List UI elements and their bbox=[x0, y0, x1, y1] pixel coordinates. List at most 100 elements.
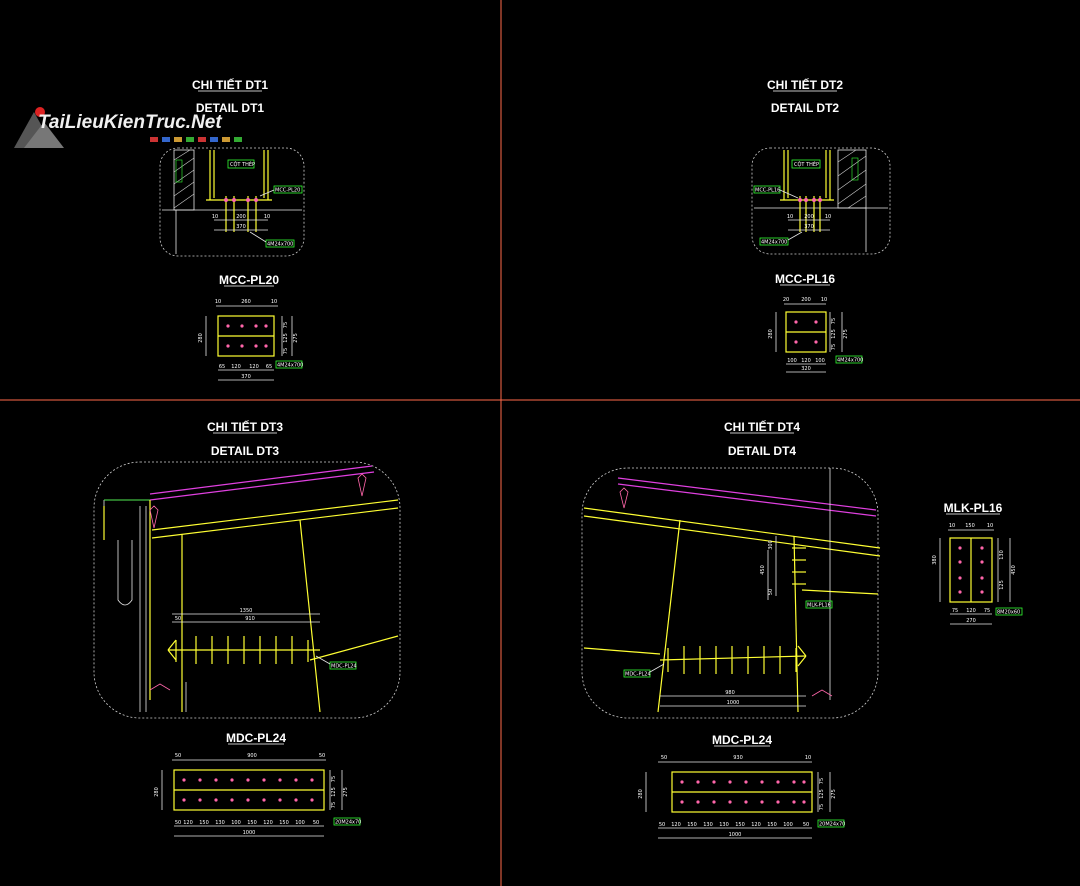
detail-dt3: CHI TIẾT DT3 DETAIL DT3 bbox=[93, 419, 401, 837]
dt3-tag-plate: MDC-PL24 bbox=[331, 664, 357, 670]
dt4-plate-dim: 150 bbox=[767, 822, 777, 828]
dt1-plate-bolts bbox=[226, 324, 268, 348]
dt2-plate-dim: 120 bbox=[801, 358, 811, 364]
dt4-plate-dim: 120 bbox=[671, 822, 681, 828]
dt1-plate-dim: 75 bbox=[283, 348, 289, 354]
dt2-plate-dim: 200 bbox=[801, 297, 811, 303]
dt2-dim: 370 bbox=[804, 224, 814, 230]
dt1-plate-tag: 4M24x700 bbox=[277, 363, 303, 369]
dt3-plate-dim: 75 bbox=[331, 802, 337, 808]
dt1-plate-dim: 275 bbox=[293, 333, 299, 343]
dt1-title: CHI TIẾT DT1 bbox=[192, 77, 268, 92]
dt3-plate-dim: 100 bbox=[295, 820, 305, 826]
dt1-dim: 10 bbox=[264, 214, 270, 220]
dt1-anchor-bolts bbox=[224, 196, 258, 232]
dt4-plate-dim: 100 bbox=[783, 822, 793, 828]
dt4-plate-dim: 130 bbox=[703, 822, 713, 828]
dt3-plate-dim: 900 bbox=[247, 753, 257, 759]
detail-dt1: CHI TIẾT DT1 DETAIL DT1 CỘT THÉP MCC-PL2… bbox=[159, 77, 305, 381]
dt2-plate-dim: 75 bbox=[831, 318, 837, 324]
dt3-title: CHI TIẾT DT3 bbox=[207, 419, 283, 434]
dt4-plate-dim: 50 bbox=[661, 755, 667, 761]
dt4-plate-dim: 10 bbox=[805, 755, 811, 761]
dt4-dim: 300 bbox=[768, 540, 774, 550]
dt1-tag-plate: MCC-PL20 bbox=[275, 188, 300, 194]
dt2-plate-name: MCC-PL16 bbox=[775, 272, 835, 286]
dt3-splice-bolts bbox=[167, 636, 320, 664]
dt2-plate-dim: 275 bbox=[843, 329, 849, 339]
dt2-subtitle: DETAIL DT2 bbox=[771, 101, 840, 115]
dt4-subtitle: DETAIL DT4 bbox=[728, 444, 797, 458]
dt1-plate-dim: 280 bbox=[198, 333, 204, 343]
dt2-plate-dim: 100 bbox=[815, 358, 825, 364]
mlk-plate-dim: 450 bbox=[1011, 565, 1017, 575]
dt3-plate-dim: 50 bbox=[319, 753, 325, 759]
dt4-plate-dim: 50 bbox=[659, 822, 665, 828]
dt4-tag-plate: MDC-PL24 bbox=[625, 672, 651, 678]
dt4-splice-bolts bbox=[659, 645, 807, 674]
watermark-logo: TaiLieuKienTruc.Net bbox=[14, 107, 242, 148]
dt2-plate-dim: 125 bbox=[831, 329, 837, 339]
dt4-plate-dim: 275 bbox=[831, 789, 837, 799]
mlk-plate-dim: 10 bbox=[949, 523, 955, 529]
dt3-plate-dim: 275 bbox=[343, 787, 349, 797]
dt2-plate-tag: 4M24x700 bbox=[837, 358, 863, 364]
dt1-plate-name: MCC-PL20 bbox=[219, 273, 279, 287]
dt1-tag-bolts: 4M24x700 bbox=[267, 242, 293, 248]
dt4-plate-bolts bbox=[680, 780, 806, 804]
dt4-plate-dim: 150 bbox=[735, 822, 745, 828]
dt2-dim: 10 bbox=[825, 214, 831, 220]
dt4-plate-dim: 75 bbox=[819, 778, 825, 784]
dt3-plate-dim: 120 bbox=[183, 820, 193, 826]
dt2-anchor-bolts bbox=[798, 196, 822, 232]
dt2-tag-plate: MCC-PL16 bbox=[755, 188, 780, 194]
dt3-plate-tag: 20M24x70 bbox=[335, 820, 361, 826]
plate-mlk-pl16: MLK-PL16 10 150 10 380 130 125 450 8M20x… bbox=[932, 501, 1023, 625]
dt1-plate-dim: 370 bbox=[241, 374, 251, 380]
mlk-plate-bolts bbox=[958, 546, 984, 594]
dt4-plate-dim: 150 bbox=[687, 822, 697, 828]
dt4-plate-dim: 1000 bbox=[729, 832, 742, 838]
dt4-title: CHI TIẾT DT4 bbox=[724, 419, 800, 434]
dt3-plate-dim: 280 bbox=[154, 787, 160, 797]
dt3-plate-dim: 150 bbox=[199, 820, 209, 826]
dt4-plate-tag: 20M24x70 bbox=[819, 822, 845, 828]
dt4-plate-dim: 75 bbox=[819, 804, 825, 810]
dt1-plate-dim: 260 bbox=[241, 299, 251, 305]
dt3-plate-dim: 1000 bbox=[243, 830, 256, 836]
dt1-plate-dim: 65 bbox=[219, 364, 225, 370]
dt2-dim: 200 bbox=[804, 214, 814, 220]
dt2-dim: 10 bbox=[787, 214, 793, 220]
dt4-plate-dim: 120 bbox=[751, 822, 761, 828]
dt4-plate-dim: 280 bbox=[638, 789, 644, 799]
dt3-dim: 50 bbox=[175, 616, 181, 622]
dt1-tag-column: CỘT THÉP bbox=[230, 160, 255, 168]
dt3-plate-dim: 130 bbox=[215, 820, 225, 826]
dt3-plate-bolts bbox=[182, 778, 314, 802]
mlk-plate-dim: 125 bbox=[999, 580, 1005, 590]
dt1-plate-dim: 65 bbox=[266, 364, 272, 370]
dt3-plate-dim: 50 bbox=[175, 753, 181, 759]
dt3-plate-name: MDC-PL24 bbox=[226, 731, 286, 745]
dt3-plate-dim: 120 bbox=[263, 820, 273, 826]
mlk-plate-dim: 120 bbox=[966, 608, 976, 614]
dt2-plate-dim: 20 bbox=[783, 297, 789, 303]
dt1-plate-dim: 120 bbox=[231, 364, 241, 370]
dt1-plate-dim: 120 bbox=[249, 364, 259, 370]
mlk-plate-dim: 10 bbox=[987, 523, 993, 529]
mlk-plate-name: MLK-PL16 bbox=[944, 501, 1003, 515]
dt1-plate-dim: 75 bbox=[283, 322, 289, 328]
mlk-plate-dim: 130 bbox=[999, 550, 1005, 560]
dt3-plate-dim: 50 bbox=[313, 820, 319, 826]
dt3-plate-dim: 75 bbox=[331, 776, 337, 782]
dt4-plate-dim: 50 bbox=[803, 822, 809, 828]
dt4-plate-dim: 125 bbox=[819, 789, 825, 799]
mlk-plate-dim: 150 bbox=[965, 523, 975, 529]
mlk-plate-dim: 380 bbox=[932, 555, 938, 565]
detail-dt4: CHI TIẾT DT4 DETAIL DT4 bbox=[581, 419, 881, 839]
dt4-dim: 50 bbox=[768, 589, 774, 595]
dt2-title: CHI TIẾT DT2 bbox=[767, 77, 843, 92]
dt4-plate-dim: 930 bbox=[733, 755, 743, 761]
dt2-plate-dim: 320 bbox=[801, 366, 811, 372]
